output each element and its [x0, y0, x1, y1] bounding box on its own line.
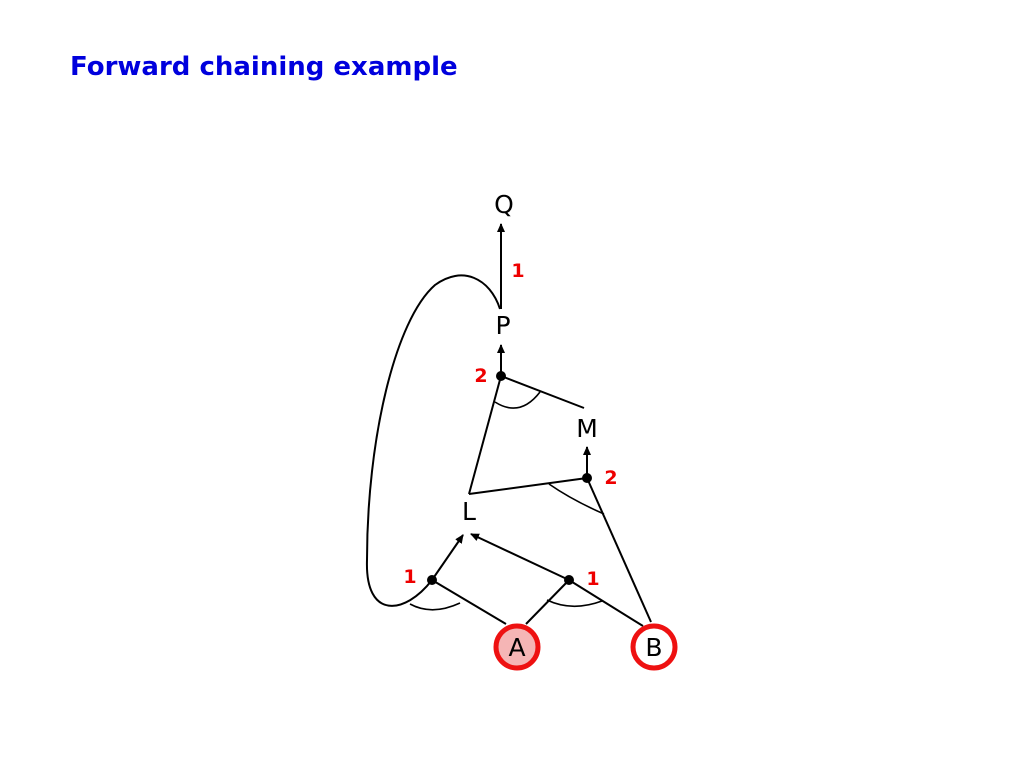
conjunction-dot-bl	[582, 473, 592, 483]
fact-a-circle	[493, 623, 541, 671]
conjunction-dot-ab	[564, 575, 574, 585]
node-m: M	[576, 414, 598, 443]
conjunction-dot-lm	[496, 371, 506, 381]
node-l: L	[462, 497, 476, 526]
count-bl-to-m: 2	[604, 467, 617, 489]
and-arc-ap	[409, 602, 461, 611]
and-arc-bl	[548, 483, 605, 515]
edge-l-to-lm	[468, 375, 502, 495]
and-arc-lm	[494, 391, 541, 409]
edge-a-to-ab	[525, 579, 570, 625]
edge-m-to-lm	[500, 375, 585, 409]
count-lm-to-p: 2	[474, 365, 487, 387]
count-ap-to-l: 1	[403, 566, 416, 588]
fact-b-circle	[630, 623, 678, 671]
and-arc-ab	[546, 599, 603, 608]
count-ab-to-l: 1	[586, 568, 599, 590]
edge-loop-ap-to-p	[365, 274, 501, 607]
edge-l-to-bl	[468, 477, 588, 495]
node-b: B	[645, 633, 662, 662]
conjunction-dot-ap	[427, 575, 437, 585]
count-p-to-q: 1	[511, 260, 524, 282]
node-p: P	[495, 311, 510, 340]
edge-a-to-ap	[431, 579, 507, 625]
edge-b-to-ab	[568, 579, 644, 627]
edge-b-to-bl	[586, 477, 652, 623]
node-q: Q	[494, 190, 514, 219]
slide-title: Forward chaining example	[70, 52, 458, 82]
node-a: A	[508, 633, 525, 662]
edge-ap-to-l	[431, 534, 464, 581]
edge-ab-to-l	[470, 533, 570, 581]
